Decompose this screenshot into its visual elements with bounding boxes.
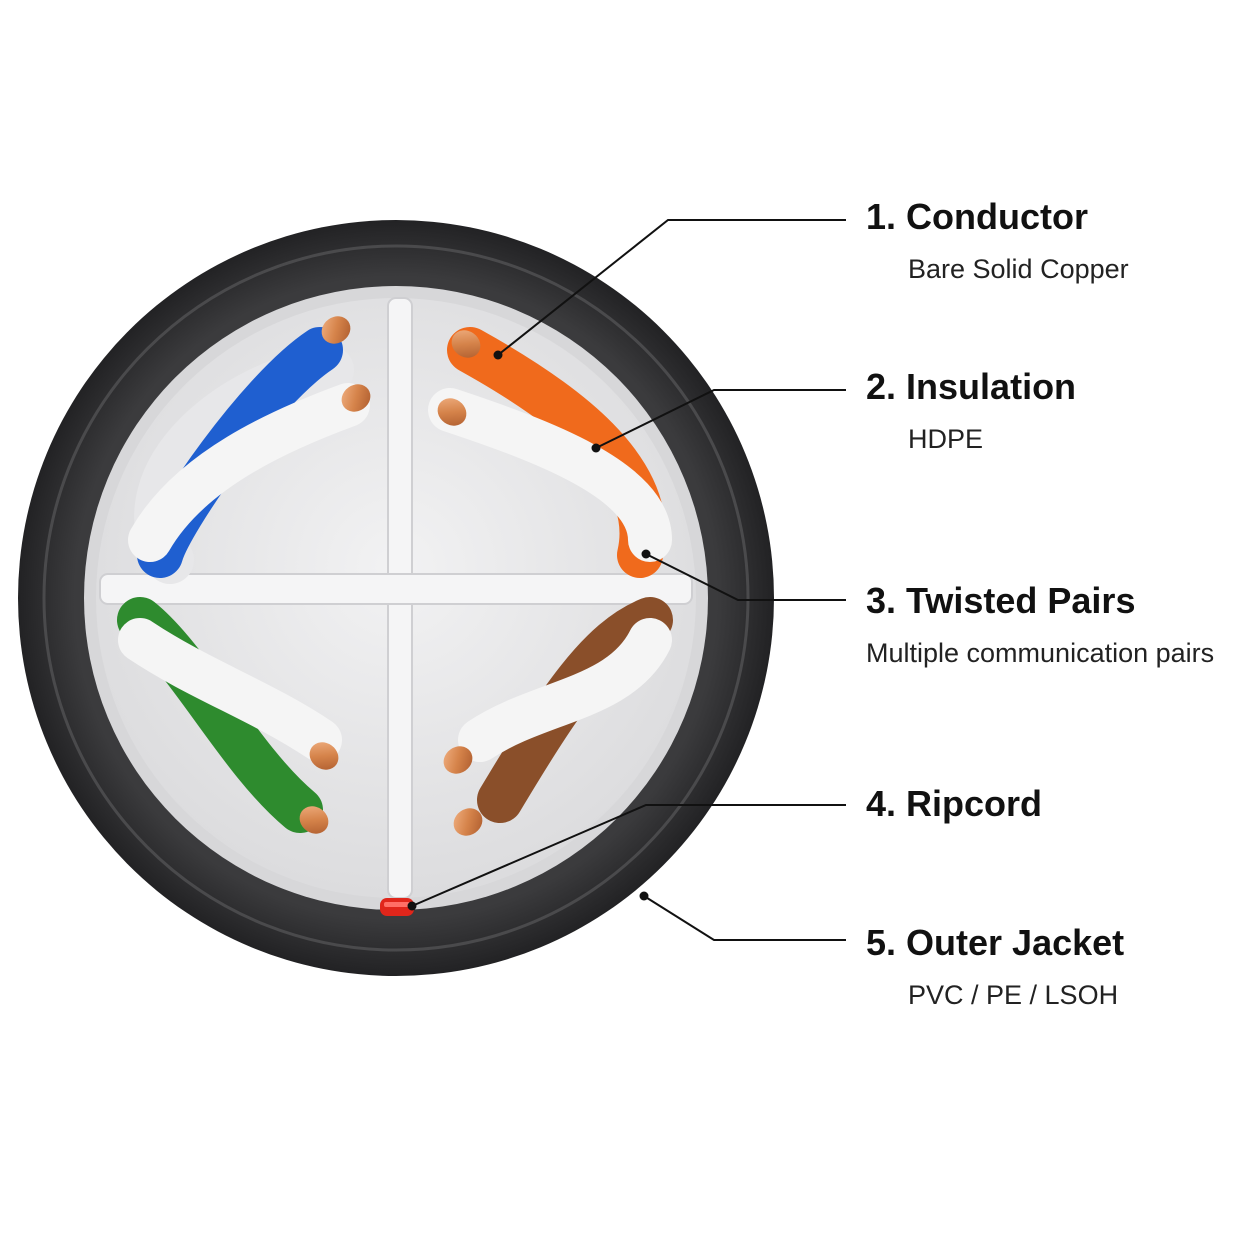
copper-conductor-icon xyxy=(309,742,339,770)
leader-line-outer-jacket xyxy=(643,895,846,941)
label-title: 5. Outer Jacket xyxy=(866,922,1125,963)
twisted-pair-brown xyxy=(443,597,673,836)
label-ripcord: 4. Ripcord xyxy=(866,783,1042,825)
leader-dot-icon xyxy=(639,891,649,901)
label-insulation: 2. Insulation HDPE xyxy=(866,366,1076,456)
leader-line-ripcord xyxy=(411,804,846,907)
label-title: 1. Conductor xyxy=(866,196,1089,237)
twisted-pair-orange xyxy=(428,327,672,578)
leader-line-twisted-pairs xyxy=(645,553,846,601)
label-title: 3. Twisted Pairs xyxy=(866,580,1136,621)
leader-dot-icon xyxy=(407,901,417,911)
leader-line-insulation xyxy=(595,389,846,449)
copper-conductor-icon xyxy=(321,316,351,344)
label-subtitle: Multiple communication pairs xyxy=(866,638,1215,668)
label-subtitle: Bare Solid Copper xyxy=(908,254,1129,284)
leader-dot-icon xyxy=(493,350,503,360)
leader-dot-icon xyxy=(641,549,651,559)
copper-conductor-icon xyxy=(341,384,371,412)
copper-conductor-icon xyxy=(443,746,473,774)
twisted-pair-blue xyxy=(128,316,371,584)
label-twisted-pairs: 3. Twisted Pairs Multiple communication … xyxy=(866,580,1214,670)
leader-lines xyxy=(407,219,846,941)
leader-dot-icon xyxy=(591,443,601,453)
leader-line-conductor xyxy=(497,219,846,356)
copper-conductor-icon xyxy=(437,398,467,426)
label-subtitle: HDPE xyxy=(908,424,984,454)
label-title: 4. Ripcord xyxy=(866,783,1043,824)
copper-conductor-icon xyxy=(299,806,329,834)
twisted-pair-green xyxy=(117,597,342,834)
copper-conductor-icon xyxy=(453,808,483,836)
ripcord xyxy=(380,898,414,916)
label-conductor: 1. Conductor Bare Solid Copper xyxy=(866,196,1129,286)
label-title: 2. Insulation xyxy=(866,366,1077,407)
cross-separator xyxy=(99,297,693,899)
copper-conductor-icon xyxy=(451,330,481,358)
label-subtitle: PVC / PE / LSOH xyxy=(908,980,1119,1010)
label-outer-jacket: 5. Outer Jacket PVC / PE / LSOH xyxy=(866,922,1124,1012)
